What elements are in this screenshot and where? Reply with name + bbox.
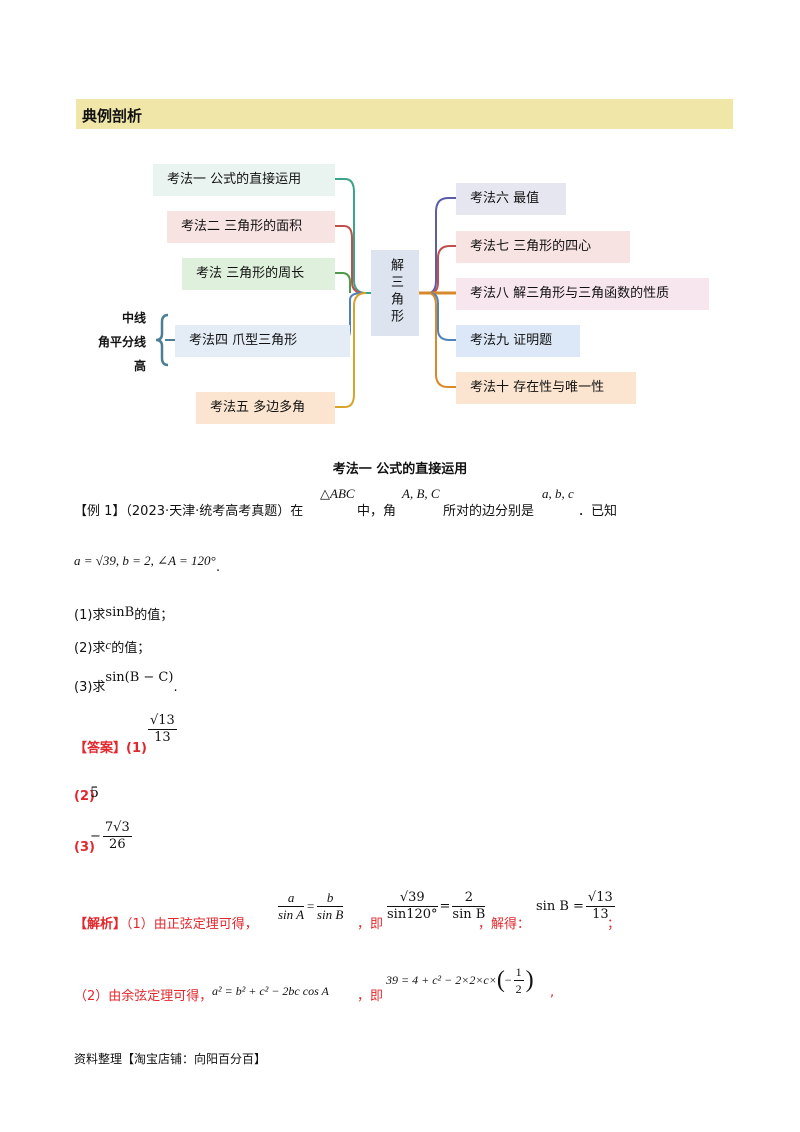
analysis-f1-den: sin A (278, 907, 305, 922)
mindmap-center-label: 解三角形 (388, 258, 403, 326)
analysis-half-den: 2 (515, 982, 522, 996)
question-2-suffix: 的值； (111, 641, 151, 656)
analysis-p1-text: （1）由正弦定理可得， (126, 917, 258, 932)
minus-sign: − (504, 973, 512, 987)
example-line: 【例 1】（2023·天津·统考高考真题）在 (74, 500, 303, 519)
analysis-f4-num: 2 (452, 890, 486, 907)
mindmap-right-item-3: 考法八 解三角形与三角函数的性质 (456, 278, 709, 310)
mindmap-left-item-1-label: 考法一 公式的直接运用 (167, 172, 302, 187)
mindmap-right-item-4-label: 考法九 证明题 (470, 333, 553, 348)
mindmap-left-item-5: 考法五 多边多角 (196, 392, 335, 424)
eq-sign-1: = (306, 898, 315, 914)
answer-1-label: (1) (126, 741, 147, 756)
mindmap-left-item-3-label: 考法 三角形的周长 (196, 266, 305, 281)
analysis-f3-num: √39 (387, 890, 438, 907)
answer-3-denominator: 26 (109, 837, 126, 852)
answer-line-1: 【答案】(1) (74, 737, 147, 756)
example-sides: a, b, c (542, 486, 574, 501)
example-mid2: 所对的边分别是 (443, 504, 535, 519)
mindmap-left-item-5-label: 考法五 多边多角 (210, 400, 306, 415)
example-source: （2023·天津·统考高考真题）在 (125, 504, 304, 519)
analysis-p2-formula2-main: 39 = 4 + c² − 2×2×c× (386, 973, 497, 987)
analysis-p2-text: （2）由余弦定理可得， (74, 989, 213, 1004)
answer-3-sign: − (90, 829, 101, 844)
analysis-line-1: 【解析】（1）由正弦定理可得， (74, 913, 258, 932)
question-1-math: sinB (105, 605, 135, 620)
question-2-prefix: (2)求 (74, 641, 106, 656)
answer-2-value: 5 (90, 785, 99, 801)
question-1-prefix: (1)求 (74, 608, 106, 623)
analysis-p2-end: , (550, 985, 555, 1000)
example-given: a = √39, b = 2, ∠A = 120° (74, 553, 216, 568)
analysis-p1-mid: ，即 (357, 917, 384, 932)
example-angles: A, B, C (402, 486, 440, 501)
footer-note: 资料整理【淘宝店铺：向阳百分百】 (74, 1052, 267, 1066)
analysis-p1-mid2: ，解得： (478, 917, 531, 932)
analysis-p1-lhs: sin B = (536, 899, 584, 914)
eq-sign-2: = (439, 899, 451, 914)
mindmap-left-item-2-label: 考法二 三角形的面积 (181, 219, 303, 234)
example-mid3: ．已知 (578, 504, 618, 519)
example-mid1: 中，角 (357, 504, 397, 519)
given-period: . (216, 560, 221, 575)
question-3-suffix: . (173, 680, 178, 695)
answer-1-numerator: √13 (148, 713, 177, 730)
analysis-f2-den: sin B (316, 907, 344, 922)
side-label-altitude: 高 (133, 359, 146, 373)
section-title: 考法一 公式的直接运用 (332, 462, 468, 477)
section-header-title: 典例剖析 (82, 107, 143, 125)
analysis-f5-den: 13 (592, 907, 609, 922)
question-3-prefix: (3)求 (74, 680, 106, 695)
mindmap-left-item-4-label: 考法四 爪型三角形 (189, 333, 298, 348)
mindmap-right-item-5-label: 考法十 存在性与唯一性 (470, 380, 605, 395)
paren-open: ( (496, 967, 505, 993)
paren-close: ) (525, 967, 534, 993)
analysis-f1-num: a (278, 890, 305, 907)
answer-3-numerator: 7√3 (102, 820, 132, 837)
analysis-p1-end: ； (607, 917, 621, 932)
mindmap-right-item-3-label: 考法八 解三角形与三角函数的性质 (470, 286, 670, 301)
mindmap-right-item-2-label: 考法七 三角形的四心 (470, 239, 592, 254)
mindmap-left-item-1: 考法一 公式的直接运用 (153, 164, 335, 196)
question-2: (2)求c的值； (74, 637, 150, 656)
analysis-f5-num: √13 (585, 890, 615, 907)
analysis-half-num: 1 (513, 965, 524, 981)
question-1-suffix: 的值； (134, 608, 174, 623)
side-label-median: 中线 (121, 311, 146, 325)
mindmap-right-item-2: 考法七 三角形的四心 (456, 231, 630, 263)
mindmap-right-item-1-label: 考法六 最值 (470, 191, 540, 206)
analysis-p2-mid: ，即 (357, 989, 384, 1004)
answer-1-denominator: 13 (154, 730, 171, 745)
analysis-f4-den: sin B (452, 907, 486, 922)
mindmap-right-item-4: 考法九 证明题 (456, 325, 580, 357)
analysis-f3-den: sin120° (387, 907, 438, 922)
mindmap-left-item-4: 考法四 爪型三角形 (175, 325, 350, 357)
mindmap-connectors (155, 178, 456, 408)
mindmap-center-node: 解三角形 (371, 250, 419, 336)
mindmap-right-item-1: 考法六 最值 (456, 183, 566, 215)
question-2-math: c (105, 637, 112, 652)
answer-tag: 【答案】 (74, 741, 127, 756)
question-3: (3)求sin(B − C). (74, 670, 178, 695)
mindmap-right-item-5: 考法十 存在性与唯一性 (456, 372, 636, 404)
answer-2-label: (2) (74, 789, 95, 804)
example-tag: 【例 1】 (74, 504, 126, 519)
analysis-f2-num: b (316, 890, 344, 907)
question-3-math: sin(B − C) (105, 670, 174, 685)
mindmap-left-item-3: 考法 三角形的周长 (182, 258, 335, 290)
section-header-bar: 典例剖析 (76, 99, 733, 129)
side-label-bisector: 角平分线 (97, 335, 146, 349)
analysis-tag: 【解析】 (74, 917, 127, 932)
question-1: (1)求sinB的值； (74, 604, 173, 623)
mindmap-left-item-2: 考法二 三角形的面积 (167, 211, 335, 243)
example-triangle: △ABC (320, 486, 355, 501)
analysis-p2-formula: a² = b² + c² − 2bc cos A (212, 984, 329, 998)
answer-3-label: (3) (74, 840, 95, 855)
